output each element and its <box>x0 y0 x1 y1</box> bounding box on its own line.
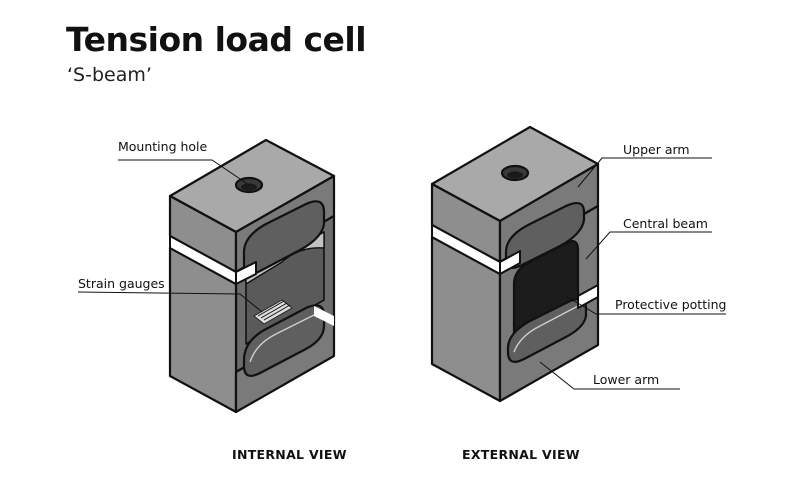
label-central-beam: Central beam <box>623 216 708 231</box>
label-lower-arm: Lower arm <box>593 372 660 387</box>
callout-line-mounting-hole <box>118 159 250 186</box>
caption-internal-view: INTERNAL VIEW <box>232 447 347 462</box>
callout-line-lower-arm <box>539 361 680 390</box>
caption-external-view: EXTERNAL VIEW <box>462 447 580 462</box>
label-protective-potting: Protective potting <box>615 297 727 312</box>
callout-line-central-beam <box>585 231 712 260</box>
strain-gauge <box>253 299 293 325</box>
label-upper-arm: Upper arm <box>623 142 690 157</box>
external-view-load-cell <box>430 125 600 403</box>
internal-lower-slot <box>242 304 326 377</box>
callout-line-protective-potting <box>565 295 726 315</box>
callout-line-upper-arm <box>577 157 712 188</box>
label-strain-gauges: Strain gauges <box>78 276 165 291</box>
internal-view-load-cell <box>168 138 336 414</box>
external-lower-slot <box>506 297 588 363</box>
label-mounting-hole: Mounting hole <box>118 139 208 154</box>
diagram-title: Tension load cell <box>66 20 367 59</box>
diagram-subtitle: ‘S-beam’ <box>67 64 152 86</box>
callout-line-strain-gauges <box>77 291 263 313</box>
